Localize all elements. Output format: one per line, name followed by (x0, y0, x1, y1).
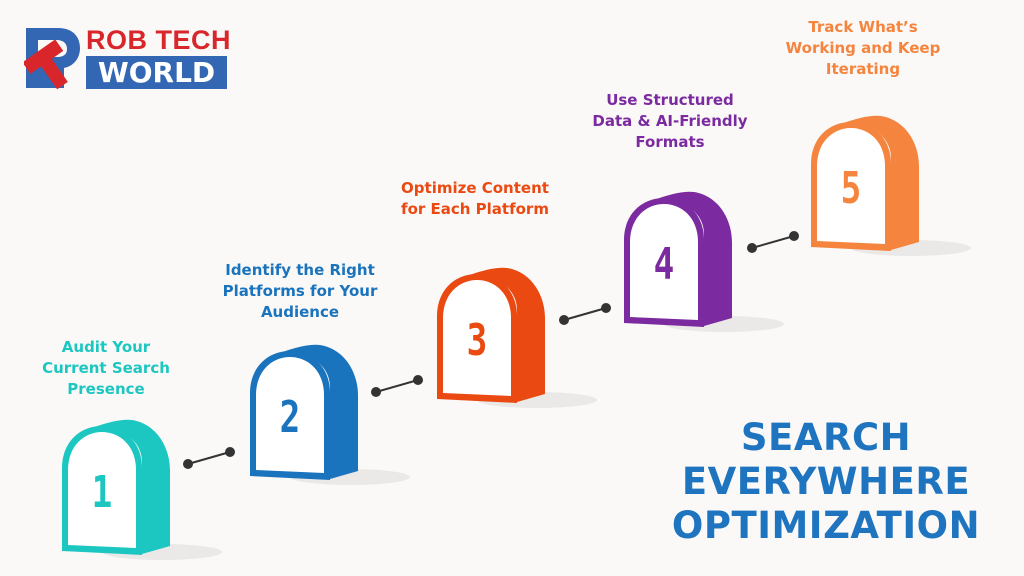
milestone-stone-icon (250, 344, 410, 485)
rob-tech-logo-icon (24, 28, 80, 90)
milestone-2: 2 (250, 343, 410, 488)
milestone-1-number: 1 (91, 467, 113, 518)
connector-3-4-icon (559, 303, 611, 325)
step-3-label-line: Optimize Content (401, 179, 549, 197)
step-1-label-line: Presence (67, 380, 145, 398)
step-2-label-line: Identify the Right (225, 261, 375, 279)
step-4-label-line: Formats (635, 133, 705, 151)
step-5-label: Track What’s Working and Keep Iterating (768, 17, 958, 80)
milestone-stone-icon (624, 191, 784, 332)
milestone-4: 4 (624, 190, 784, 335)
connector-2-3-icon (371, 375, 423, 397)
title-line: SEARCH (740, 416, 912, 459)
title-line: OPTIMIZATION (671, 504, 981, 547)
milestone-2-number: 2 (279, 392, 301, 443)
connector-4-5-icon (747, 231, 799, 253)
step-5-label-line: Track What’s (808, 18, 918, 36)
connector-1-2-icon (183, 447, 235, 469)
milestone-stone-icon (811, 115, 971, 256)
milestone-1: 1 (62, 418, 222, 563)
milestone-stone-icon (62, 419, 222, 560)
milestone-stone-icon (437, 267, 597, 408)
brand-name-box: WORLD (86, 56, 227, 89)
step-1-label-line: Audit Your (61, 338, 151, 356)
infographic-title: SEARCH EVERYWHERE OPTIMIZATION (640, 416, 1012, 548)
milestone-3: 3 (437, 266, 597, 411)
step-2-label: Identify the Right Platforms for Your Au… (200, 260, 400, 323)
brand-logo: ROB TECH WORLD (24, 25, 231, 90)
milestone-5: 5 (811, 114, 971, 259)
step-3-label-line: for Each Platform (401, 200, 549, 218)
step-5-label-line: Iterating (825, 60, 901, 78)
step-1-label: Audit Your Current Search Presence (26, 337, 186, 400)
step-1-label-line: Current Search (42, 359, 170, 377)
step-4-label: Use Structured Data & AI-Friendly Format… (580, 90, 760, 153)
title-line: EVERYWHERE (681, 460, 971, 503)
brand-name-top: ROB TECH (86, 25, 231, 55)
step-3-label: Optimize Content for Each Platform (385, 178, 565, 220)
milestone-3-number: 3 (466, 315, 488, 366)
milestone-4-number: 4 (653, 239, 675, 290)
step-2-label-line: Platforms for Your (222, 282, 378, 300)
step-4-label-line: Data & AI-Friendly (592, 112, 748, 130)
step-4-label-line: Use Structured (606, 91, 734, 109)
step-2-label-line: Audience (260, 303, 340, 321)
step-5-label-line: Working and Keep (785, 39, 941, 57)
brand-name-bottom: WORLD (97, 56, 216, 89)
milestone-5-number: 5 (840, 163, 862, 214)
